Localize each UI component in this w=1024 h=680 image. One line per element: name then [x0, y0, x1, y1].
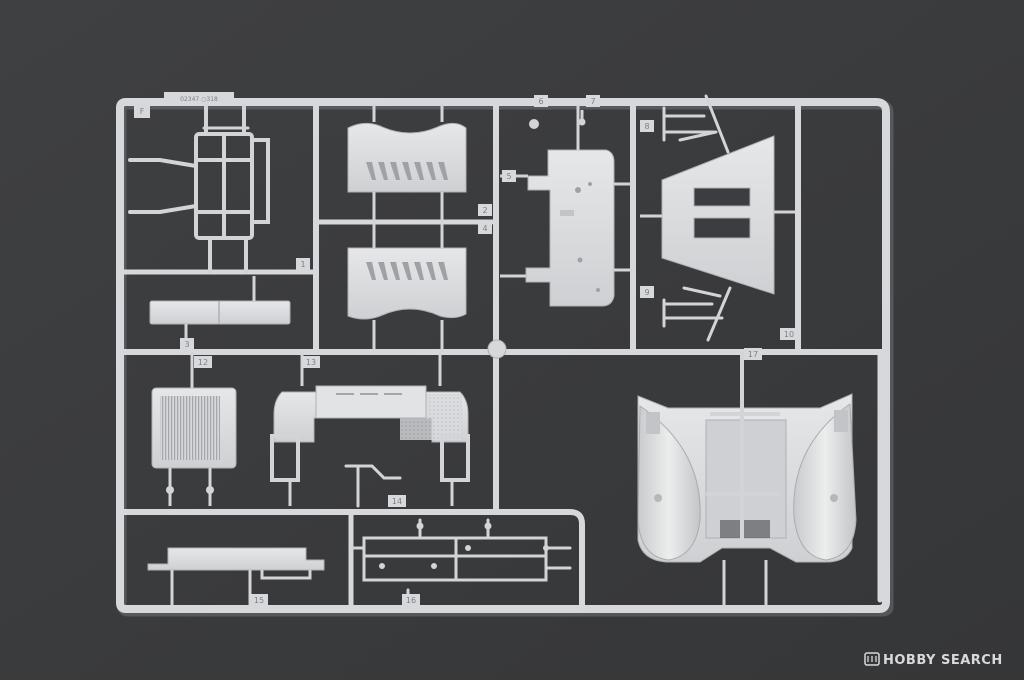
tag-10: 10 [784, 330, 794, 339]
sprue-letter: F [140, 107, 145, 116]
tag-6: 6 [538, 97, 543, 106]
part-1-rack [128, 104, 270, 274]
sprue-code: 02347 ○318 [180, 96, 218, 103]
part-10-plate [640, 135, 796, 295]
tag-16: 16 [406, 596, 416, 605]
hobby-search-logo-icon [864, 652, 880, 666]
part-8-linkage [662, 94, 730, 154]
tag-1: 1 [300, 260, 305, 269]
tag-8: 8 [644, 122, 649, 131]
tag-4: 4 [482, 224, 487, 233]
part-17-rear-body [637, 352, 857, 606]
tag-5: 5 [506, 172, 511, 181]
tag-12: 12 [198, 358, 208, 367]
part-12-radiator [151, 352, 237, 506]
part-4-cover [347, 222, 467, 352]
tag-3: 3 [184, 340, 189, 349]
watermark: HOBBY SEARCH [864, 652, 1003, 668]
runner-hub [487, 339, 507, 359]
part-5-panel [500, 104, 633, 307]
sprue-tags: F 02347 ○318 1 2 3 4 5 6 7 8 9 10 12 13 … [134, 92, 798, 606]
watermark-text: HOBBY SEARCH [883, 653, 1003, 668]
tag-14: 14 [392, 497, 402, 506]
tag-9: 9 [644, 288, 649, 297]
part-16-pins [379, 522, 549, 569]
tag-17: 17 [748, 350, 758, 359]
tag-2: 2 [482, 206, 487, 215]
tag-7: 7 [590, 97, 595, 106]
tag-15: 15 [254, 596, 264, 605]
part-16-frame [350, 518, 572, 608]
part-13-tray [270, 352, 470, 506]
part-14-rod [344, 464, 402, 508]
tag-13: 13 [306, 358, 316, 367]
part-9-linkage [662, 286, 732, 342]
part-2-cover [347, 104, 467, 222]
